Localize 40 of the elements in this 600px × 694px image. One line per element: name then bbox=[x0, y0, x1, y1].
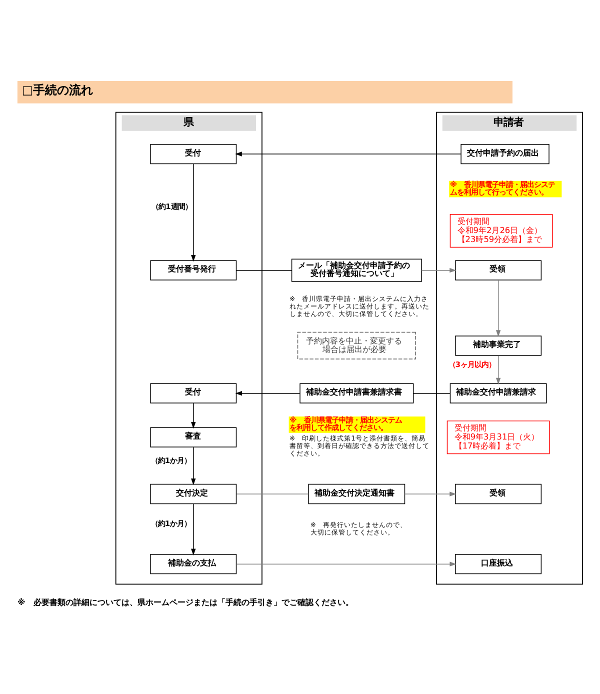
edge-label: （約1か月） bbox=[150, 455, 192, 464]
arrow bbox=[191, 446, 196, 485]
arrow bbox=[421, 267, 456, 272]
node-box: 受領 bbox=[455, 483, 542, 504]
node-box: メール「補助金交付申請予約の受付番号通知について」 bbox=[291, 258, 422, 282]
arrow bbox=[496, 279, 501, 336]
connector bbox=[413, 392, 451, 394]
arrow bbox=[191, 162, 196, 262]
node-box: 審査 bbox=[150, 426, 237, 447]
node-box: 受付 bbox=[150, 143, 237, 164]
node-box: 受付 bbox=[150, 382, 237, 403]
diagram-title: □手続の流れ bbox=[22, 82, 94, 97]
node-box: 補助金交付申請兼請求 bbox=[450, 382, 547, 403]
arrow bbox=[235, 390, 300, 396]
node-label: ※ 香川県電子申請・届出システムを利用して行ってください。 bbox=[450, 179, 556, 196]
node-box: 受付期間 令和9年2月26日（金） 【23時59分必着】まで bbox=[450, 214, 553, 248]
node-box: 補助事業完了 bbox=[455, 335, 542, 356]
node-box: 受付期間 令和9年3月31日（火） 【17時必着】まで bbox=[446, 420, 550, 454]
node-box: 予約内容を中止・変更する場合は届出が必要 bbox=[297, 331, 416, 359]
node-box: 交付申請予約の届出 bbox=[460, 143, 550, 164]
arrow bbox=[191, 402, 196, 428]
node-box: 補助金交付決定通知書 bbox=[308, 483, 406, 504]
node-box: 受付番号発行 bbox=[150, 260, 237, 280]
arrow bbox=[191, 502, 196, 555]
node-label: ※ 香川県電子申請・届出システムを利用して作成してください。 bbox=[290, 414, 402, 432]
connector bbox=[236, 269, 292, 270]
node-box: 補助金交付申請書兼請求書 bbox=[300, 382, 414, 403]
edge-label: （約1週間） bbox=[152, 202, 192, 211]
arrow bbox=[404, 491, 456, 496]
connector bbox=[236, 493, 309, 494]
node-box: 受領 bbox=[455, 260, 542, 280]
node-box: 交付決定 bbox=[150, 483, 237, 504]
label: ※ 必要書類の詳細については、県ホームページまたは「手続の手引き」でご確認ください。 bbox=[17, 596, 354, 606]
edge-label: （3ヶ月以内） bbox=[448, 359, 496, 368]
node-box: 口座振込 bbox=[455, 554, 542, 574]
arrow bbox=[496, 354, 501, 384]
arrow bbox=[236, 561, 456, 566]
node-box: 補助金の支払 bbox=[150, 554, 237, 574]
arrow bbox=[235, 151, 462, 156]
edge-label: （約1か月） bbox=[150, 518, 192, 528]
